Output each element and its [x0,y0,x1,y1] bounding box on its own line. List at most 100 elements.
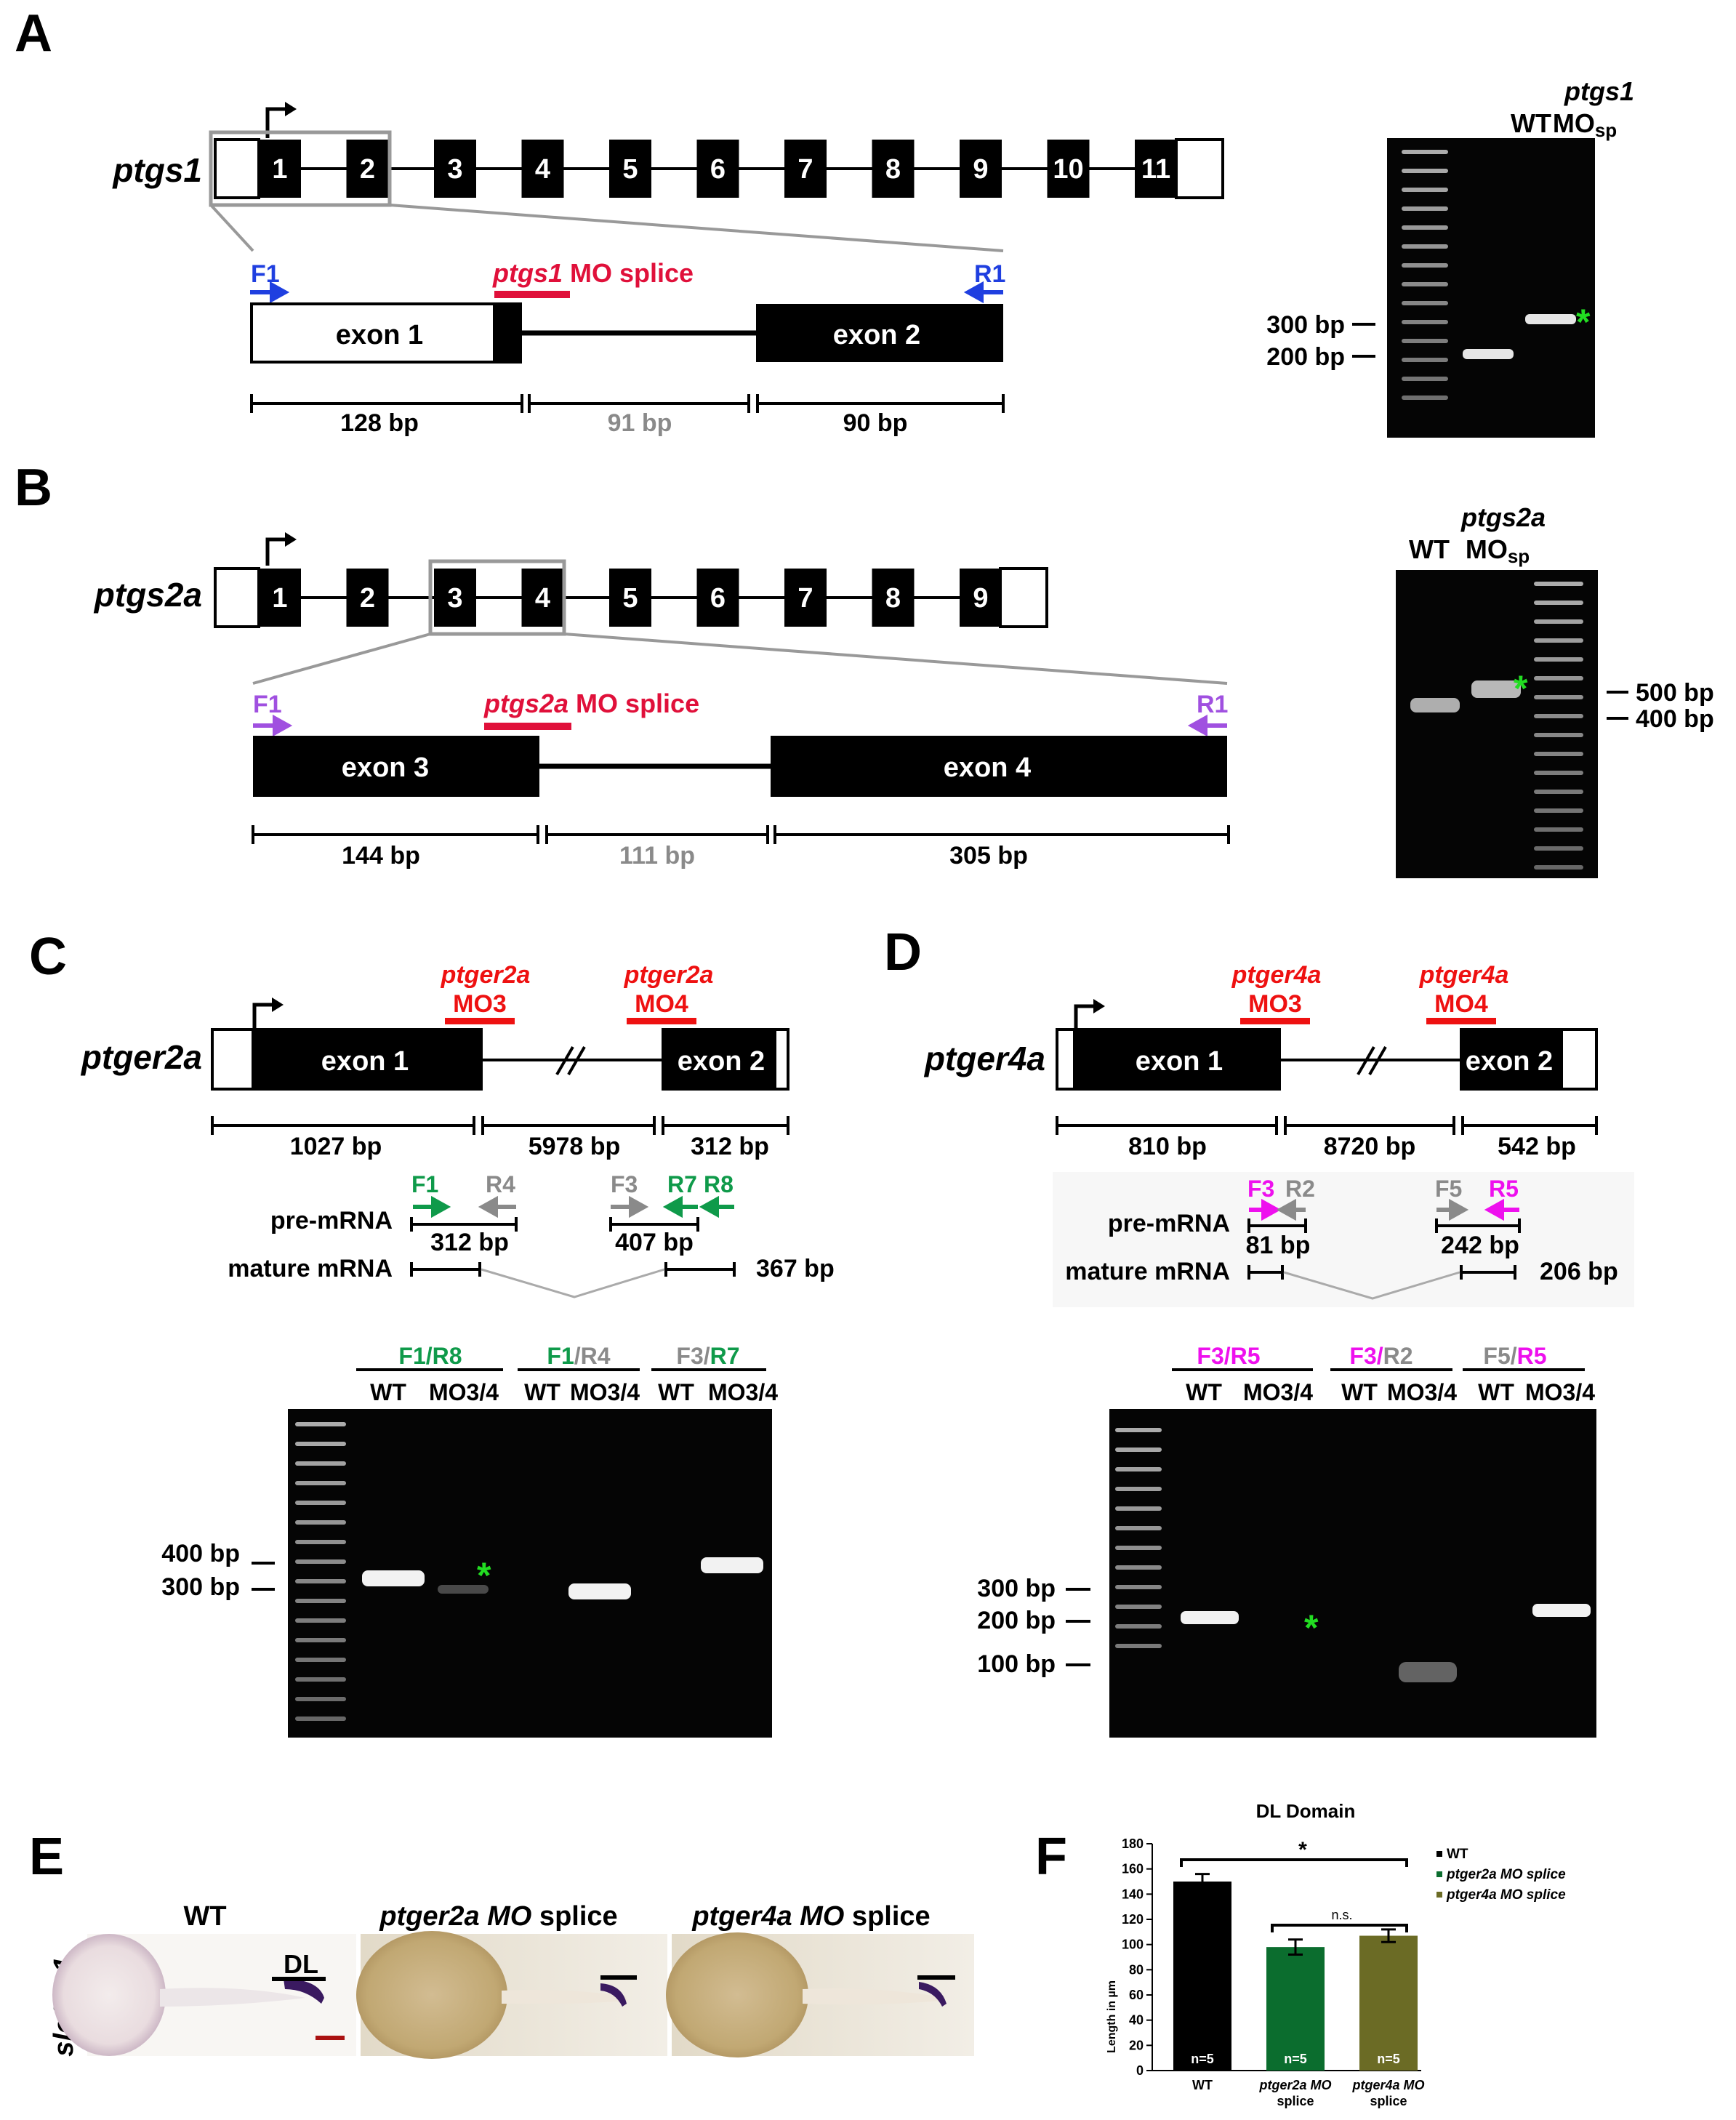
panel-d: D ptger4a ptger4a MO3 ptger4a MO4 exon 1… [884,923,1634,1738]
exon-box [872,140,915,198]
utr-5 [214,138,260,199]
primer-f3-arrow-icon [1249,1198,1282,1221]
y-tick-label: 0 [1136,2063,1144,2078]
splice-line [481,1268,665,1298]
scale-bar [316,2036,345,2040]
ladder-band [1115,1428,1162,1432]
ladder-band [295,1658,346,1662]
exon-box [696,140,739,198]
zoom-line-left [209,204,254,252]
ladder-band [1115,1605,1162,1609]
gel-image [288,1409,772,1738]
mo3-label: MO3 [1248,990,1302,1018]
exon-box [259,569,301,627]
tss-arrowhead-icon [1093,999,1105,1013]
ladder-band [1534,865,1583,870]
gene-name: ptgs2a [93,576,202,614]
ladder-band [1402,206,1448,211]
break-mark [1357,1045,1387,1076]
ladder-band [295,1422,346,1426]
length-brackets [250,394,1005,413]
y-axis-label: Length in µm [1106,1980,1118,2053]
dl-label: DL [284,1949,318,1979]
ladder-band [1402,396,1448,400]
ladder-band [295,1677,346,1682]
ladder-band [1115,1565,1162,1570]
marker-100: 100 bp [977,1650,1056,1678]
ladder-band [1402,339,1448,343]
length-3: 312 bp [691,1133,769,1160]
marker-300: 300 bp [977,1575,1056,1602]
length-2: 111 bp [619,842,695,870]
ladder-band [1534,714,1583,718]
asterisk-icon: * [1304,1607,1319,1648]
lane-wt: WT [1478,1379,1514,1405]
exon-a-label: exon 1 [1136,1046,1223,1077]
marker-300: 300 bp [1266,311,1345,339]
exon-b-box [1461,1029,1563,1089]
tss-arrowhead-icon [285,532,297,547]
exon-number: 3 [447,583,462,614]
ladder-band [295,1717,346,1721]
mo-splice-label: ptgs1 MO splice [492,258,694,288]
exon-number: 5 [622,154,638,185]
ladder-band [1402,301,1448,305]
pre-mrna-label: pre-mRNA [1108,1210,1230,1237]
gel-group-3: F3/R7 [676,1343,739,1369]
zoom-line-left [252,633,431,685]
mature-mrna-label: mature mRNA [1065,1258,1230,1285]
exon-box [960,569,1002,627]
exon-b-box [771,736,1227,797]
n-label: n=5 [1377,2052,1400,2066]
primer-f5-label: F5 [1435,1176,1462,1202]
mo4-gene: ptger4a [1419,961,1509,989]
gene-name: ptger2a [80,1038,202,1076]
lane-mo: MO3/4 [570,1379,640,1405]
ladder-band [1534,657,1583,662]
exon-b-label: exon 2 [678,1046,765,1077]
sig-bracket-2 [1271,1924,1408,1932]
primer-r8-label: R8 [704,1171,734,1197]
gel-group-3: F5/R5 [1483,1343,1546,1369]
gel-wt-label: WT [1409,534,1450,564]
primer-f1-arrow-icon [250,281,290,304]
exon-a-coding [493,304,521,362]
ladder-band [1402,169,1448,173]
exon-number: 9 [973,583,988,614]
gel-group-2: F3/R2 [1349,1343,1412,1369]
length-brackets [211,1116,789,1135]
utr-3 [1175,138,1224,199]
exon-a-label: exon 1 [321,1046,409,1077]
ladder-band [295,1697,346,1701]
primer-f5-arrow-icon [1436,1198,1469,1221]
ladder-band [1402,377,1448,381]
exon-b-label: exon 2 [833,320,920,350]
exon-box [346,569,389,627]
lane-wt: WT [1341,1379,1378,1405]
y-tick-label: 180 [1122,1836,1144,1851]
x-tick-label: WT [1192,2078,1213,2092]
zoom-box [428,559,566,636]
marker-500: 500 bp [1636,679,1714,707]
length-2: 5978 bp [529,1133,621,1160]
gel-wt-label: WT [1511,108,1551,138]
panel-c: C ptger2a ptger2a MO3 ptger2a MO4 exon 1… [29,928,835,1738]
exon-number: 8 [885,154,901,185]
exon-box [784,140,827,198]
ladder-band [295,1599,346,1603]
panel-letter: C [29,928,67,986]
x-tick-label: ptger2a MO [1258,2078,1331,2092]
ladder-band [1115,1506,1162,1511]
x-tick-label: ptger4a MO [1351,2078,1424,2092]
y-tick-label: 160 [1122,1862,1144,1876]
ladder-band [295,1461,346,1466]
exon-a-box [252,1029,481,1089]
exon-a-label: exon 1 [336,320,423,350]
zoom-line-right [563,633,1228,685]
ladder-band [1534,619,1583,624]
ladder-band [1402,320,1448,324]
legend-swatch [1436,1851,1442,1857]
x-tick-label: splice [1370,2094,1407,2108]
